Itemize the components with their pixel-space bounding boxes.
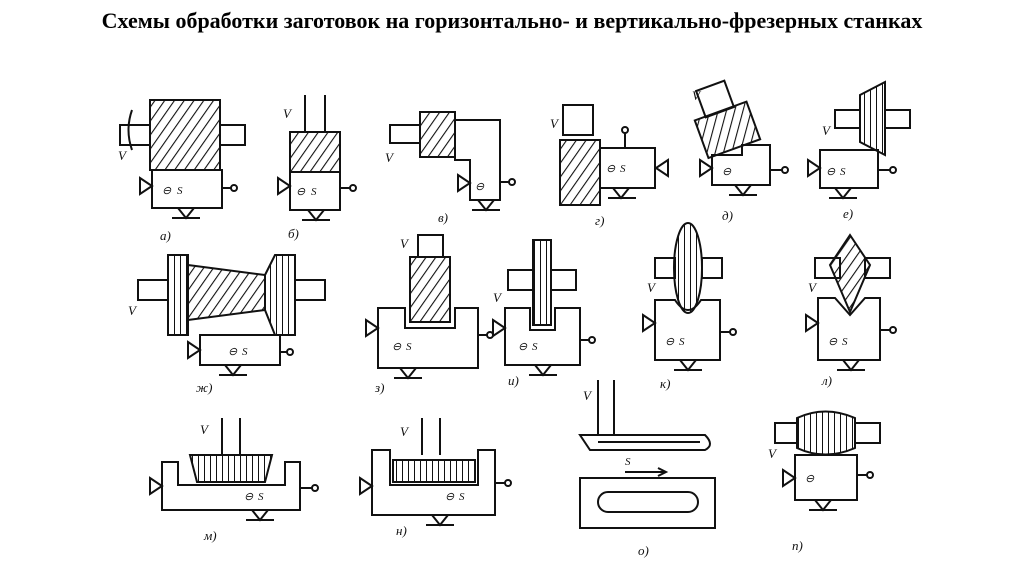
label-n: н) [396,523,407,538]
svg-text:⊖: ⊖ [244,491,254,503]
svg-text:V: V [550,116,560,131]
svg-text:V: V [128,303,138,318]
svg-text:⊖: ⊖ [826,166,836,178]
svg-text:⊖: ⊖ [445,491,455,503]
svg-text:S: S [840,166,846,178]
scheme-m: ⊖ S V м) [149,418,319,543]
slide-title: Схемы обработки заготовок на горизонталь… [101,8,923,33]
label-l: л) [821,373,832,388]
svg-text:V: V [400,424,410,439]
scheme-p: ⊖ V п) [768,410,881,553]
svg-text:S: S [679,336,685,348]
svg-text:⊖: ⊖ [296,186,306,198]
scheme-i: ⊖ S V и) [492,239,596,388]
scheme-o: S V о) [578,380,716,558]
svg-text:V: V [493,290,503,305]
svg-text:⊖: ⊖ [606,163,616,175]
svg-text:V: V [283,106,293,121]
scheme-l: ⊖ S V л) [805,233,897,388]
svg-text:V: V [768,446,778,461]
svg-text:V: V [822,123,832,138]
label-b: б) [288,226,299,241]
scheme-d: ⊖ V д) [692,79,789,223]
label-p: п) [792,538,803,553]
scheme-k: ⊖ S V к) [642,222,737,391]
label-i: и) [508,373,519,388]
svg-text:V: V [385,150,395,165]
svg-text:⊖: ⊖ [228,346,238,358]
label-o: о) [638,543,649,558]
svg-text:V: V [200,422,210,437]
svg-text:V: V [808,280,818,295]
label-d: д) [722,208,733,223]
scheme-n: ⊖ S V н) [359,418,512,538]
svg-text:V: V [400,236,410,251]
scheme-zh: ⊖ S V ж) [128,254,326,395]
svg-text:S: S [406,341,412,353]
scheme-g: ⊖ S V г) [550,104,669,228]
label-k: к) [660,376,670,391]
svg-text:S: S [311,186,317,198]
label-a: а) [160,228,171,243]
label-g: г) [595,213,604,228]
svg-text:V: V [647,280,657,295]
svg-text:S: S [620,163,626,175]
svg-text:⊖: ⊖ [162,185,172,197]
svg-text:⊖: ⊖ [665,336,675,348]
svg-text:S: S [258,491,264,503]
scheme-z: ⊖ S V з) [365,234,494,395]
scheme-b: ⊖ S V б) [277,95,357,241]
feed-label: S [177,185,183,197]
scheme-v: ⊖ V в) [385,111,516,225]
svg-text:⊖: ⊖ [828,336,838,348]
label-v: в) [438,210,448,225]
svg-text:S: S [242,346,248,358]
svg-text:⊖: ⊖ [518,341,528,353]
scheme-e: ⊖ S V е) [807,80,911,221]
svg-text:⊖: ⊖ [475,181,485,193]
svg-text:S: S [842,336,848,348]
label-e: е) [843,206,853,221]
svg-text:S: S [532,341,538,353]
label-m: м) [203,528,217,543]
svg-text:S: S [625,456,631,468]
svg-text:S: S [459,491,465,503]
label-z: з) [374,380,384,395]
label-zh: ж) [196,380,212,395]
svg-text:⊖: ⊖ [722,166,732,178]
svg-text:V: V [692,88,702,103]
scheme-a: ⊖ S V а) [118,99,246,243]
speed-label: V [118,148,128,163]
svg-text:⊖: ⊖ [392,341,402,353]
svg-text:⊖: ⊖ [805,473,815,485]
svg-text:V: V [583,388,593,403]
